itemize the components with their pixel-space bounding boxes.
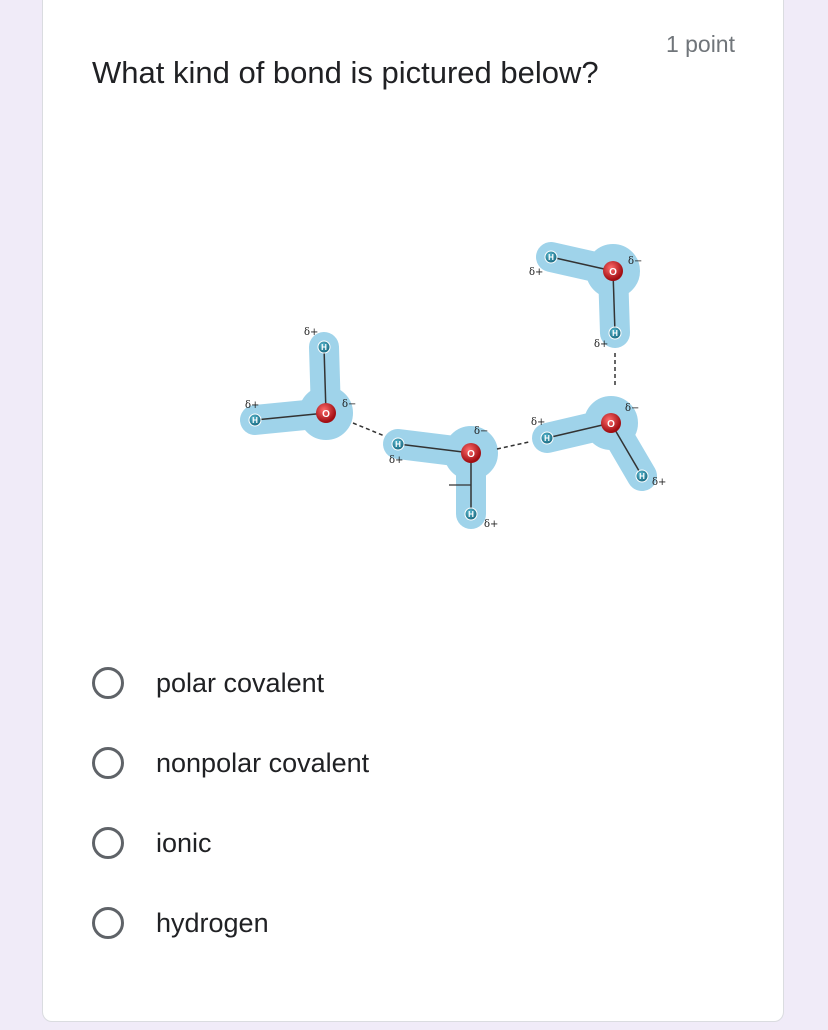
option-label: ionic — [156, 827, 212, 858]
partial-charge-negative: δ− — [342, 399, 356, 410]
partial-charge-positive: δ+ — [304, 327, 318, 338]
option-hydrogen[interactable]: hydrogen — [92, 895, 369, 951]
water-molecule-2: O H H δ+ δ+ δ− — [383, 426, 498, 530]
hydrogen-bond-line — [496, 441, 530, 450]
partial-charge-positive: δ+ — [389, 455, 403, 466]
oxygen-label: O — [607, 419, 615, 430]
option-ionic[interactable]: ionic — [92, 815, 369, 871]
oxygen-label: O — [609, 267, 617, 278]
radio-button[interactable] — [92, 907, 124, 939]
oxygen-label: O — [322, 409, 330, 420]
hydrogen-label: H — [252, 416, 258, 425]
option-label: hydrogen — [156, 907, 269, 938]
hydrogen-label: H — [395, 440, 401, 449]
water-molecules-hydrogen-bond-image: O H H δ+ δ+ δ− O H H δ — [240, 242, 666, 530]
partial-charge-positive: δ+ — [484, 519, 498, 530]
water-molecule-4: O H H δ+ δ+ δ− — [531, 396, 666, 491]
hydrogen-label: H — [321, 343, 327, 352]
water-molecule-3: O H H δ+ δ+ δ− — [529, 242, 642, 350]
option-polar-covalent[interactable]: polar covalent — [92, 655, 369, 711]
oxygen-label: O — [467, 449, 475, 460]
question-title: What kind of bond is pictured below? — [92, 55, 599, 90]
partial-charge-positive: δ+ — [652, 477, 666, 488]
option-nonpolar-covalent[interactable]: nonpolar covalent — [92, 735, 369, 791]
partial-charge-negative: δ− — [474, 426, 488, 437]
water-molecule-1: O H H δ+ δ+ δ− — [240, 327, 356, 440]
option-label: nonpolar covalent — [156, 747, 370, 778]
radio-button[interactable] — [92, 827, 124, 859]
radio-button[interactable] — [92, 667, 124, 699]
partial-charge-negative: δ− — [628, 256, 642, 267]
hydrogen-label: H — [468, 510, 474, 519]
hydrogen-label: H — [544, 434, 550, 443]
hydrogen-label: H — [612, 329, 618, 338]
option-label: polar covalent — [156, 667, 325, 698]
hydrogen-label: H — [639, 472, 645, 481]
partial-charge-positive: δ+ — [529, 267, 543, 278]
partial-charge-positive: δ+ — [531, 417, 545, 428]
points-label: 1 point — [665, 31, 735, 57]
radio-button[interactable] — [92, 747, 124, 779]
answer-options: polar covalent nonpolar covalent ionic h… — [92, 655, 369, 975]
hydrogen-bond-line — [352, 422, 388, 438]
partial-charge-positive: δ+ — [245, 400, 259, 411]
question-card: 1 point What kind of bond is pictured be… — [42, 0, 784, 1022]
partial-charge-positive: δ+ — [594, 339, 608, 350]
partial-charge-negative: δ− — [625, 403, 639, 414]
hydrogen-label: H — [548, 253, 554, 262]
